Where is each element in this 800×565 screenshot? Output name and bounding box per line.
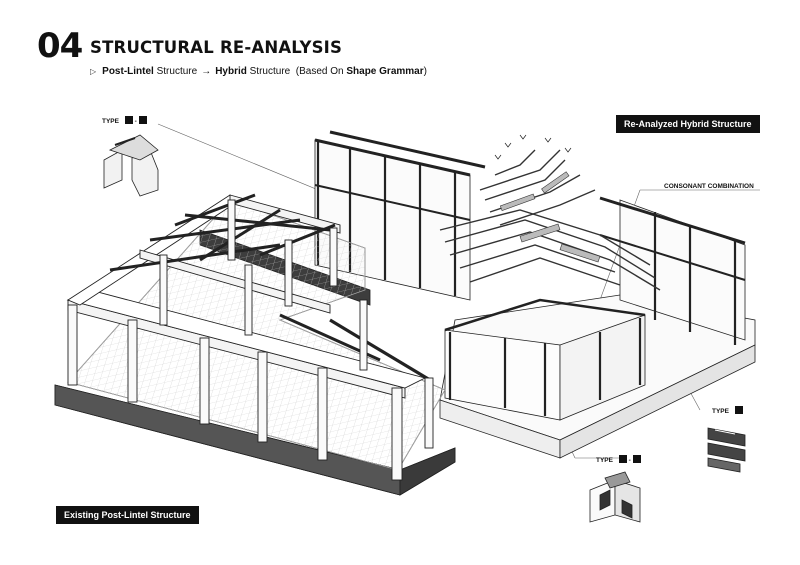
reanalyzed-hybrid-tag: Re-Analyzed Hybrid Structure [616, 115, 760, 133]
triangle-bullet-icon: ▷ [90, 67, 97, 76]
type-label-bottom: TYPE - [596, 455, 641, 464]
subtitle-basis-bold: Shape Grammar [346, 66, 424, 77]
roof-type-icon [138, 116, 147, 124]
joint-type-detail-bottom [589, 471, 641, 523]
subtitle-from-bold: Post-Lintel [102, 66, 154, 77]
joint-type-icon [618, 455, 627, 463]
subtitle-to-rest: Structure (Based On [246, 66, 347, 77]
type-label-top-text: TYPE [102, 118, 119, 125]
subtitle-from-rest: Structure [153, 66, 198, 77]
post-lintel-frame [66, 193, 434, 481]
subtitle-to-bold: Hybrid [215, 66, 247, 77]
connector-dash: - [134, 118, 137, 125]
type-label-right-text: TYPE [712, 408, 729, 415]
block-type-icon [734, 406, 743, 414]
page-title: STRUCTURAL RE-ANALYSIS [90, 38, 343, 57]
section-number: 04 [37, 26, 83, 66]
page-subtitle: ▷ Post-Lintel Structure→Hybrid Structure … [90, 66, 427, 77]
type-label-bottom-text: TYPE [596, 457, 613, 464]
block-type-detail-right [707, 427, 746, 473]
type-label-top: TYPE - [102, 116, 147, 125]
connector-dash: - [628, 457, 631, 464]
consonant-combination-label: CONSONANT COMBINATION [664, 183, 754, 190]
bracket-type-icon [124, 116, 133, 124]
type-label-right: TYPE [712, 406, 743, 415]
block-type-icon [632, 455, 641, 463]
existing-post-lintel-tag: Existing Post-Lintel Structure [56, 506, 199, 524]
bracket-type-detail-top [103, 134, 159, 197]
right-arrow-icon: → [201, 66, 212, 77]
subtitle-basis-end: ) [423, 66, 427, 77]
